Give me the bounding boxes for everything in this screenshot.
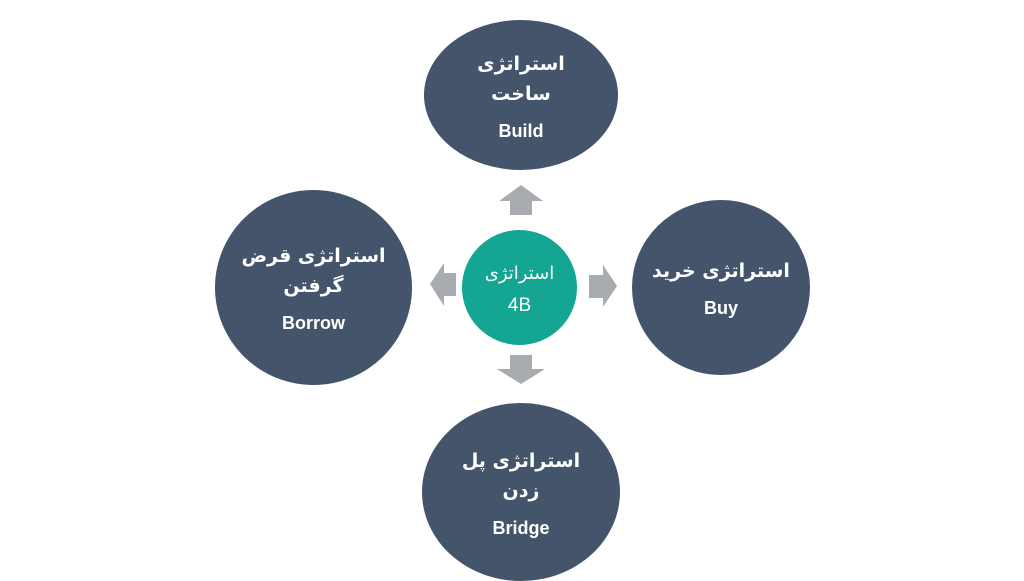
node-build-en: Build <box>498 120 544 141</box>
node-borrow-fa-2: گرفتن <box>283 275 344 297</box>
node-build-fa-1: استراتژی <box>477 52 565 75</box>
node-bridge-fa-2: زدن <box>502 479 540 502</box>
node-bridge: استراتژی پل زدن Bridge <box>422 403 620 581</box>
arrow-up-icon <box>499 185 543 215</box>
node-bridge-fa-1: استراتژی پل <box>461 449 581 472</box>
center-node-4b: استراتژی 4B <box>462 230 577 345</box>
node-buy: استراتژی خرید Buy <box>632 200 810 375</box>
node-buy-fa-1: استراتژی خرید <box>652 260 790 282</box>
center-en: 4B <box>507 294 532 316</box>
node-bridge-en: Bridge <box>492 517 550 538</box>
center-fa: استراتژی <box>484 262 555 284</box>
node-buy-en: Buy <box>703 298 738 318</box>
node-borrow: استراتژی قرض گرفتن Borrow <box>215 190 412 385</box>
node-borrow-en: Borrow <box>282 313 345 333</box>
arrow-down-icon <box>497 355 545 384</box>
node-borrow-fa-1: استراتژی قرض <box>241 245 386 267</box>
arrow-left-icon <box>430 263 456 306</box>
node-build: استراتژی ساخت Build <box>424 20 618 170</box>
node-build-fa-2: ساخت <box>491 82 551 105</box>
arrow-right-icon <box>589 265 617 307</box>
